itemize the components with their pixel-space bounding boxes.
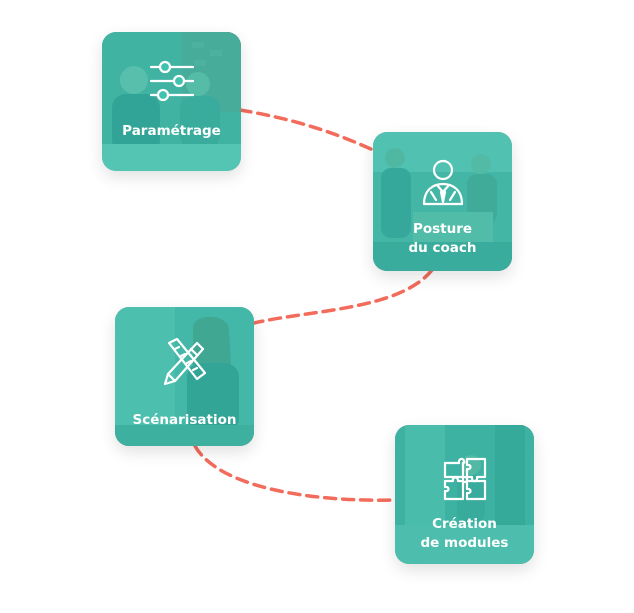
tint-overlay xyxy=(115,307,254,446)
connector-3-4 xyxy=(193,444,397,502)
step-label: Création de modules xyxy=(420,516,509,551)
puzzle-icon xyxy=(443,457,486,501)
step-card-creation-de-modules[interactable]: Création de modules xyxy=(395,425,534,564)
step-label: Paramétrage xyxy=(122,123,221,139)
step-label: Posture du coach xyxy=(408,221,477,256)
step-card-posture-du-coach[interactable]: Posture du coach xyxy=(373,132,512,271)
step-card-scenarisation[interactable]: Scénarisation xyxy=(115,307,254,446)
connector-1-2 xyxy=(238,108,375,152)
connector-2-3 xyxy=(252,268,434,325)
coach-user-icon xyxy=(422,159,463,206)
pencil-ruler-icon xyxy=(163,337,206,386)
tint-overlay xyxy=(102,32,241,171)
step-card-parametrage[interactable]: Paramétrage xyxy=(102,32,241,171)
tint-overlay xyxy=(395,425,534,564)
step-label: Scénarisation xyxy=(132,412,237,428)
sliders-icon xyxy=(149,60,194,102)
